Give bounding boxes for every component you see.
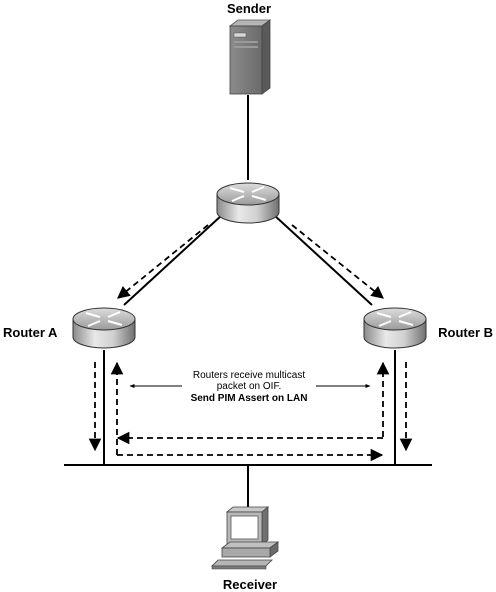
annotation-line-3: Send PIM Assert on LAN	[191, 393, 308, 404]
receiver-pc-icon	[211, 506, 280, 570]
annotation-backdrop	[182, 369, 316, 405]
router-a-icon	[72, 307, 136, 349]
link-core-router-a	[123, 214, 223, 306]
flow-core-to-router-b	[291, 224, 384, 299]
annotation-line-1: Routers receive multicast	[193, 370, 305, 381]
link-core-router-b	[273, 214, 373, 306]
receiver-label: Receiver	[223, 577, 277, 592]
router-b-icon	[363, 307, 427, 349]
flow-core-to-router-a	[117, 224, 209, 299]
sender-server-icon	[228, 19, 272, 95]
router-b-label: Router B	[438, 325, 493, 340]
core-router-icon	[216, 182, 280, 224]
sender-label: Sender	[227, 1, 271, 16]
annotation-line-2: packet on OIF.	[217, 381, 281, 392]
router-a-label: Router A	[3, 325, 58, 340]
